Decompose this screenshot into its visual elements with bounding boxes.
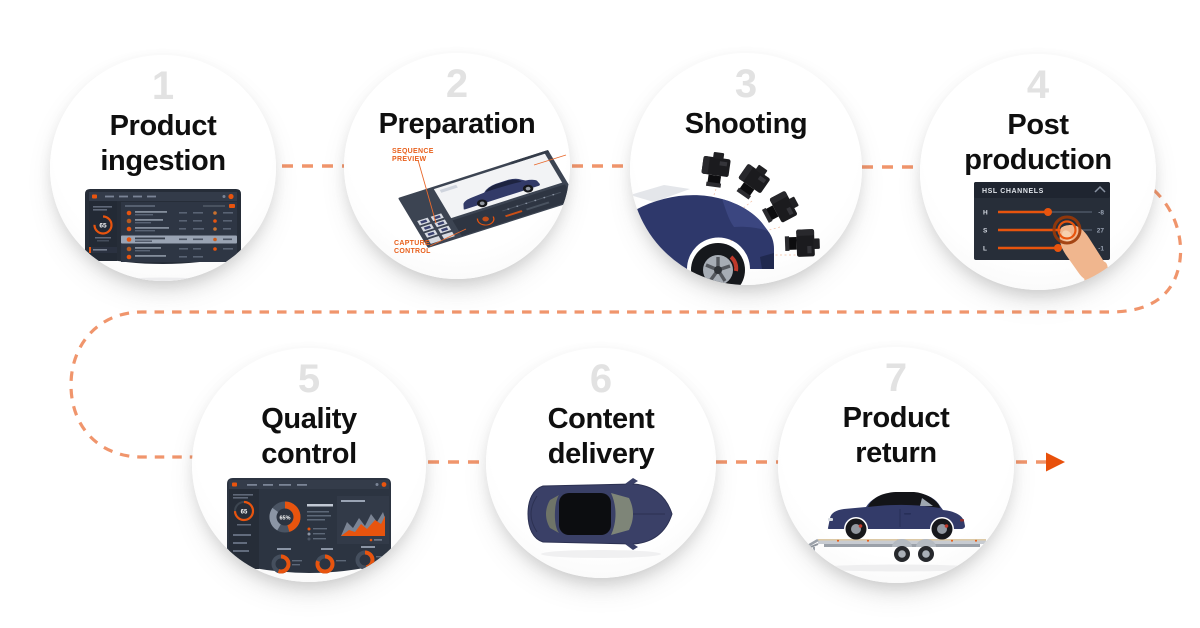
step-6-circle: 6 Content delivery <box>486 348 716 578</box>
step-3-circle: 3 Shooting <box>630 53 862 285</box>
l-slider-handle[interactable] <box>1054 244 1062 252</box>
step-6-number: 6 <box>589 357 613 401</box>
step-2-number: 2 <box>445 62 469 106</box>
svg-text:PREVIEW: PREVIEW <box>392 156 426 163</box>
step-4-number: 4 <box>1026 63 1050 107</box>
step-4-title: Post production <box>964 109 1112 177</box>
product-return-illustration car-on-trailer-icon <box>804 492 986 572</box>
camera-icon <box>758 188 803 229</box>
hsl-panel-title: HSL CHANNELS <box>982 188 1044 195</box>
step-7-title: Product return <box>842 402 950 470</box>
hsl-s-value: 27 <box>1097 228 1105 235</box>
hsl-l-value: -1 <box>1098 246 1104 253</box>
shooting-illustration car-and-cameras-icon <box>630 150 821 285</box>
svg-text:CONTROL: CONTROL <box>394 248 431 255</box>
step-7-circle: 7 Product return <box>778 347 1014 583</box>
step-5-title: Quality control <box>261 403 357 471</box>
camera-icon <box>784 228 821 258</box>
step-5-number: 5 <box>297 357 321 401</box>
sidebar-gauge-value: 65 <box>241 510 248 516</box>
hsl-h-value: -8 <box>1098 210 1104 217</box>
step-7-number: 7 <box>884 356 908 400</box>
step-3-number: 3 <box>734 62 758 106</box>
camera-icon <box>731 159 774 204</box>
step-1-number: 1 <box>151 64 175 108</box>
quality-control-illustration analytics-dashboard-icon: 65 65% <box>227 478 391 574</box>
hsl-s-label: S <box>983 228 988 235</box>
hsl-l-label: L <box>983 246 987 253</box>
hsl-h-label: H <box>983 210 988 217</box>
convertible-car <box>827 492 965 540</box>
step-3-title: Shooting <box>684 108 808 140</box>
camera-icon <box>699 150 732 189</box>
step-5-circle: 5 Quality control 65 65% <box>192 348 426 582</box>
trailer <box>804 538 986 562</box>
step-6-title: Content delivery <box>547 403 655 471</box>
step-2-circle: 2 Preparation <box>344 53 570 279</box>
step-2-title: Preparation <box>378 108 536 140</box>
donut-gauge-value: 65% <box>279 516 290 522</box>
side-mirror <box>625 542 638 550</box>
content-delivery-illustration car-top-view-icon <box>527 478 673 558</box>
bottom-gauges <box>271 546 385 574</box>
sidebar-gauge-value: 65 <box>99 223 107 230</box>
h-slider-handle[interactable] <box>1044 208 1052 216</box>
step-1-title: Product ingestion <box>100 110 226 178</box>
step-4-circle: 4 Post production HSL CHANNELS H -8 S 27… <box>920 54 1156 290</box>
capture-control-label: CAPTURE <box>394 240 430 247</box>
step-1-circle: 1 Product ingestion 65 <box>50 55 276 281</box>
flow-end-arrowhead <box>1046 452 1065 472</box>
preparation-illustration capture-software-icon: SEQUENCE PREVIEW CAPTURE CONTROL <box>392 148 570 255</box>
product-ingestion-illustration monitor-icon: 65 <box>85 189 241 281</box>
side-mirror <box>625 478 638 486</box>
post-production-illustration hsl-panel-icon: HSL CHANNELS H -8 S 27 L -1 <box>974 182 1132 290</box>
sequence-preview-label: SEQUENCE <box>392 148 434 155</box>
